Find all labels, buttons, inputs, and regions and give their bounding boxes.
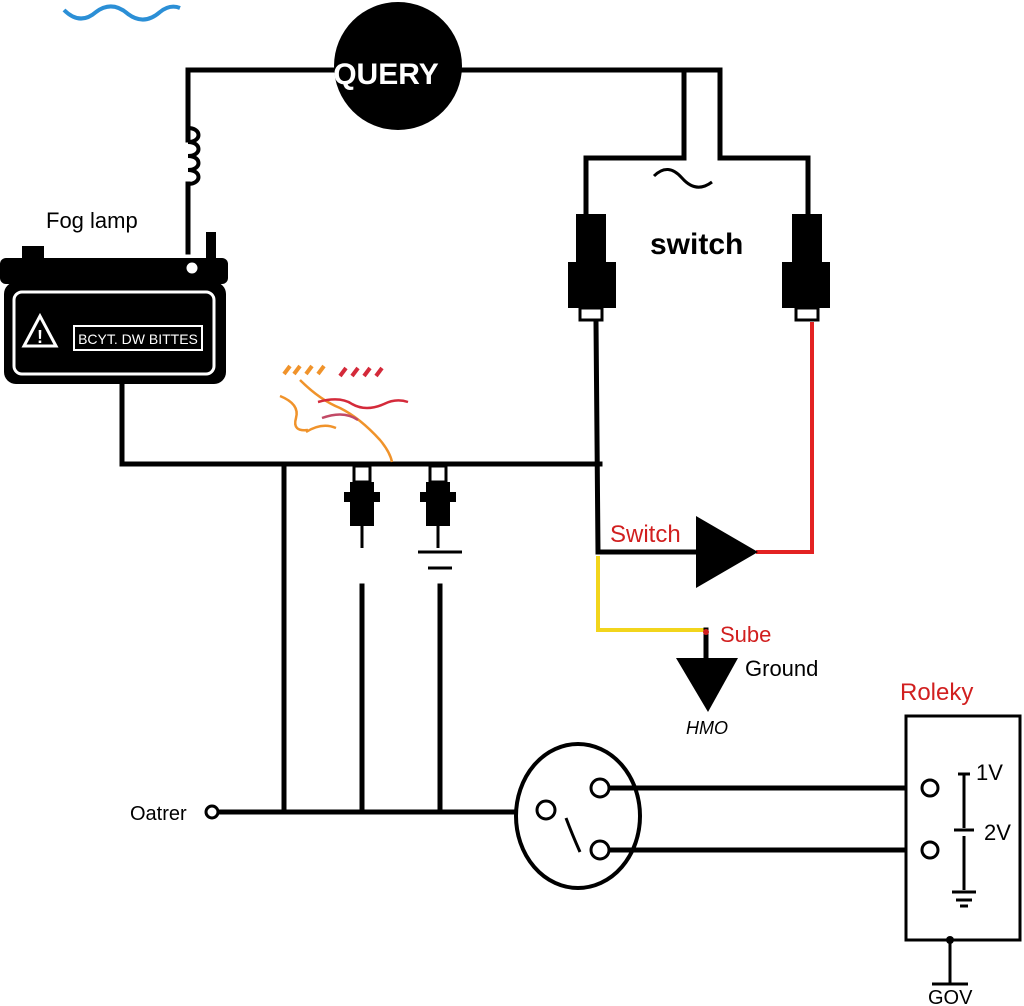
terminal-oatrer — [204, 804, 220, 820]
switch-plug-right — [782, 214, 830, 322]
query-label: QUERY — [333, 58, 439, 91]
wire-switch-left — [583, 67, 687, 223]
switch-plug-left — [568, 214, 616, 555]
gov-label: GOV — [928, 987, 973, 1006]
warning-icon — [21, 312, 59, 348]
wire-red — [756, 322, 814, 554]
wire-yellow — [596, 556, 706, 632]
svg-text:!: ! — [37, 327, 43, 347]
hmo-label: HMO — [686, 718, 728, 738]
battery: ! BCYT. DW BITTES — [0, 232, 228, 384]
roleky-label: Roleky — [900, 679, 973, 706]
squiggle-decoration — [279, 364, 409, 463]
switch-mid-label: Switch — [610, 521, 681, 548]
wire-top-right — [457, 67, 723, 161]
wire-switch-right — [717, 155, 811, 223]
connector-2 — [418, 464, 462, 815]
v2-label: 2V — [984, 820, 1011, 845]
diode-triangle — [696, 516, 758, 588]
sube-label: Sube — [720, 622, 771, 647]
wire-top — [185, 67, 343, 143]
v1-label: 1V — [976, 760, 1003, 785]
wave-icon — [62, 4, 181, 22]
wire-battery-down — [119, 381, 603, 467]
inductor-coil — [187, 126, 201, 186]
ground-label: Ground — [745, 656, 818, 681]
fog-lamp-label: Fog lamp — [46, 208, 138, 233]
switch-top-label: switch — [650, 228, 743, 261]
rotary-switch — [514, 742, 642, 890]
query-node — [334, 2, 462, 130]
battery-label: BCYT. DW BITTES — [78, 331, 198, 347]
connector-1 — [344, 464, 380, 815]
tilde-mark — [652, 168, 713, 189]
ground-symbol — [676, 658, 738, 712]
relay-box — [904, 714, 1022, 986]
oatrer-label: Oatrer — [130, 803, 187, 825]
